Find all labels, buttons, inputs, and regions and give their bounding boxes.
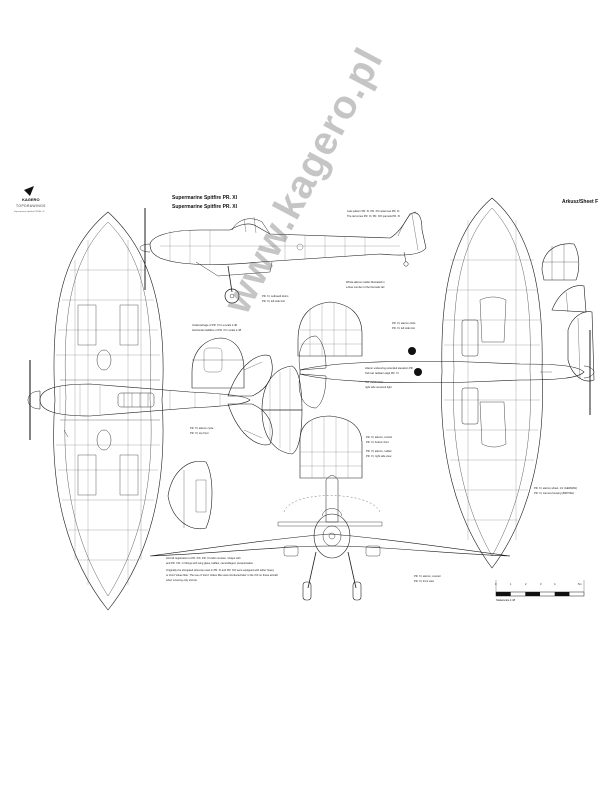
right-detail-drawing-1	[541, 243, 580, 281]
note-bottom-left-d: or short Vokes filter. The use of 'short…	[166, 574, 278, 577]
side-view-drawing	[139, 208, 427, 304]
scale-tick-3: 3	[540, 583, 542, 586]
nose-detail-drawing	[167, 460, 213, 530]
side-view-landing-gear	[227, 265, 233, 293]
note-top-view-a: PR. XI, aileron cycle	[190, 427, 214, 430]
top-view-drawing	[27, 211, 273, 611]
top-view-tailplane	[227, 354, 273, 397]
note-bottom-left-b: and PR. XIX, in fittings with wing glass…	[166, 562, 254, 565]
scale-label: Skala/scale 1:48	[496, 599, 516, 602]
front-view-fuselage	[313, 513, 351, 559]
scale-tick-0: 0	[495, 583, 497, 586]
bottom-view-drawing	[298, 197, 595, 569]
note-detail-a: Undercarriage of PR. XI in a scale 1:48	[192, 324, 237, 327]
note-detail-b: Horizontal stabilizer of PR. XI in scale…	[192, 329, 242, 332]
note-bottom-left-e: when covering only shorter.	[166, 579, 198, 582]
note-rudder-d: PR. XI, right side view	[366, 455, 392, 458]
tailplane-detail-drawing	[261, 301, 363, 479]
right-detail-drawing-3	[567, 311, 595, 382]
side-view-fuselage	[149, 212, 427, 265]
note-front-a: PR. XI, aileron, counter	[414, 575, 441, 578]
note-bottom-left-a: Aircraft registration to PR. XIX, PR. XI…	[166, 557, 241, 560]
note-rudder-c: PR. XI, aileron, rudder	[366, 450, 392, 453]
note-wing-b: PR. XI, left side foot	[262, 300, 285, 303]
note-wing-a: PR. XI, outboard doors	[262, 295, 289, 298]
page-title-line2: Supermarine Spitfire PR. XI	[172, 204, 238, 210]
right-detail-drawing-2	[551, 285, 587, 313]
note-lower-tail-d: right side annexed light	[365, 386, 392, 389]
scale-tick-2: 2	[525, 583, 527, 586]
bottom-view-fuselage	[299, 360, 585, 384]
note-rudder-b: PR. XI, bottom front	[366, 441, 389, 444]
scale-bar	[495, 580, 585, 597]
front-view-drawing	[149, 475, 511, 601]
front-view-wing	[149, 533, 511, 557]
note-fin-b: a blue number of the thematic tail	[346, 286, 385, 289]
brand-logo: KAGERO	[22, 197, 40, 202]
brand-name: TOPDRAWINGS	[16, 204, 46, 208]
brand-subtitle: Supermarine Spitfire PR Mk. XI	[14, 211, 45, 213]
top-view-fuselage	[39, 383, 251, 417]
note-front-b: PR. XI, front view	[414, 580, 435, 583]
note-side-top-a: Late pattern PR. XI, PR. XIX antennas PR…	[347, 210, 400, 213]
bottom-view-wing	[441, 197, 543, 569]
sheet-label: Arkusz/Sheet F	[562, 199, 599, 205]
note-tailplane-a: PR. XI, aileron circle	[392, 322, 416, 325]
note-side-top-b: The tail cones PR. XI, PR. XIX pannels P…	[347, 215, 401, 218]
note-lower-tail-a: Aileron underwing extended elevation PR.	[365, 367, 414, 370]
wingtip-detail-drawing	[191, 337, 245, 389]
note-lower-tail-b: Tail rear radiator edge PR. XI	[365, 372, 399, 375]
note-rudder-a: PR. XI, aileron, control	[366, 436, 392, 439]
note-bottom-right-b: PR. XI, camera housing (BRITISH)	[534, 492, 575, 495]
scale-tick-1: 1	[510, 583, 512, 586]
scale-tick-5: 5m	[578, 583, 582, 586]
page-title-line1: Supermarine Spitfire PR. XI	[172, 195, 238, 201]
note-bottom-left-c: Originally the elongated airscoop used i…	[166, 569, 274, 572]
note-fin-a: Whole aileron rudder illustrated in	[346, 281, 385, 284]
note-top-view-b: PR. XI, top front	[190, 432, 209, 435]
top-view-wing	[53, 211, 164, 611]
kagero-logo-mark	[24, 186, 34, 196]
note-tailplane-b: PR. XI, left side foot	[392, 327, 415, 330]
note-lower-tail-c: Tail stabilization	[365, 381, 384, 384]
note-bottom-right-a: PR. XI, aileron wheel, 1/1 (GERMAN)	[534, 487, 578, 490]
scale-tick-4: 4	[554, 583, 556, 586]
